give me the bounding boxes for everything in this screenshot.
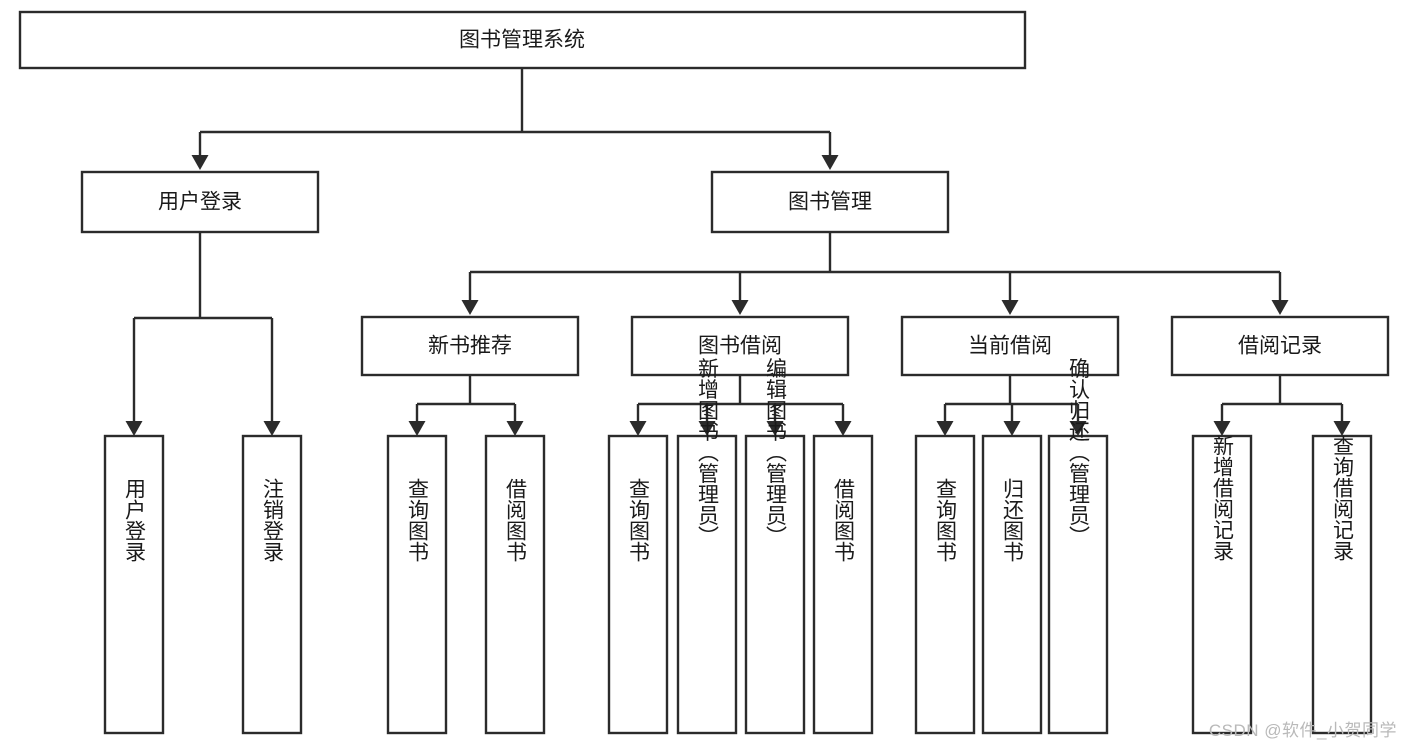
- leaf-query-book-1-box[interactable]: [386, 434, 448, 735]
- arrow-leaf-user-login: [125, 421, 143, 436]
- leaf-add-record-label: 新增借阅记录: [1211, 435, 1235, 561]
- leaf-query-book-3-label: 查询图书: [934, 478, 958, 562]
- arrow-current-borrow: [1001, 300, 1019, 315]
- leaf-return-book-box[interactable]: [981, 434, 1043, 735]
- leaf-add-book[interactable]: 新增图书（管理员）: [676, 358, 738, 735]
- node-root-box[interactable]: [18, 10, 1027, 70]
- node-borrow-record-box[interactable]: [1170, 315, 1390, 377]
- leaf-edit-book[interactable]: 编辑图书（管理员）: [744, 358, 806, 735]
- arrow-book-borrow: [731, 300, 749, 315]
- leaf-borrow-book-2[interactable]: 借阅图书: [812, 434, 874, 735]
- leaf-confirm-return[interactable]: 确认归还（管理员）: [1047, 358, 1109, 735]
- leaf-edit-book-label: 编辑图书（管理员）: [764, 358, 788, 547]
- arrow-leaf-add-record: [1213, 421, 1231, 436]
- arrow-leaf-query-record: [1333, 421, 1351, 436]
- arrow-to-book-manage: [821, 155, 839, 170]
- leaf-add-book-label: 新增图书（管理员）: [696, 358, 720, 547]
- node-book-borrow-label: 图书借阅: [698, 335, 782, 358]
- node-book-manage-box[interactable]: [710, 170, 950, 234]
- arrow-leaf-query-book-3: [936, 421, 954, 436]
- leaf-query-book-2[interactable]: 查询图书: [607, 434, 669, 735]
- node-borrow-record[interactable]: 借阅记录: [1170, 315, 1390, 377]
- leaf-query-book-3[interactable]: 查询图书: [914, 434, 976, 735]
- arrow-leaf-borrow-book-1: [506, 421, 524, 436]
- node-root[interactable]: 图书管理系统: [18, 10, 1027, 70]
- leaf-user-login-box[interactable]: [103, 434, 165, 735]
- leaf-logout-login-label: 注销登录: [261, 478, 285, 562]
- arrow-leaf-query-book-2: [629, 421, 647, 436]
- leaf-query-book-1[interactable]: 查询图书: [386, 434, 448, 735]
- leaf-logout-login[interactable]: 注销登录: [241, 434, 303, 735]
- leaf-add-record[interactable]: 新增借阅记录: [1191, 434, 1253, 735]
- leaf-user-login-label: 用户登录: [123, 478, 147, 562]
- arrow-leaf-borrow-book-2: [834, 421, 852, 436]
- leaf-add-book-box[interactable]: [676, 434, 738, 735]
- leaf-query-record-box[interactable]: [1311, 434, 1373, 735]
- leaf-confirm-return-label: 确认归还（管理员）: [1067, 358, 1091, 547]
- node-user-login-label: 用户登录: [158, 191, 242, 214]
- leaf-query-book-3-box[interactable]: [914, 434, 976, 735]
- node-new-book-recommend-box[interactable]: [360, 315, 580, 377]
- arrow-leaf-query-book-1: [408, 421, 426, 436]
- leaf-confirm-return-box[interactable]: [1047, 434, 1109, 735]
- node-current-borrow-box[interactable]: [900, 315, 1120, 377]
- node-book-borrow-box[interactable]: [630, 315, 850, 377]
- node-current-borrow[interactable]: 当前借阅: [900, 315, 1120, 377]
- arrow-leaf-return-book: [1003, 421, 1021, 436]
- leaf-borrow-book-2-box[interactable]: [812, 434, 874, 735]
- node-current-borrow-label: 当前借阅: [968, 335, 1052, 358]
- node-book-borrow[interactable]: 图书借阅: [630, 315, 850, 377]
- leaf-borrow-book-2-label: 借阅图书: [832, 478, 856, 562]
- leaf-query-book-2-label: 查询图书: [627, 478, 651, 562]
- arrow-to-user-login: [191, 155, 209, 170]
- node-new-book-recommend-label: 新书推荐: [428, 335, 512, 358]
- leaf-query-record-label: 查询借阅记录: [1331, 435, 1355, 561]
- node-new-book-recommend[interactable]: 新书推荐: [360, 315, 580, 377]
- leaf-query-record[interactable]: 查询借阅记录: [1311, 434, 1373, 735]
- leaf-query-book-1-label: 查询图书: [406, 478, 430, 562]
- leaf-borrow-book-1-label: 借阅图书: [504, 478, 528, 562]
- node-user-login[interactable]: 用户登录: [80, 170, 320, 234]
- leaf-add-record-box[interactable]: [1191, 434, 1253, 735]
- arrow-borrow-record: [1271, 300, 1289, 315]
- connector-layer: [125, 68, 1351, 436]
- leaf-return-book-label: 归还图书: [1001, 478, 1025, 562]
- leaf-logout-login-box[interactable]: [241, 434, 303, 735]
- leaf-edit-book-box[interactable]: [744, 434, 806, 735]
- leaf-user-login[interactable]: 用户登录: [103, 434, 165, 735]
- node-user-login-box[interactable]: [80, 170, 320, 234]
- node-book-manage[interactable]: 图书管理: [710, 170, 950, 234]
- arrow-new-book-recommend: [461, 300, 479, 315]
- node-borrow-record-label: 借阅记录: [1238, 335, 1322, 358]
- leaf-return-book[interactable]: 归还图书: [981, 434, 1043, 735]
- leaf-query-book-2-box[interactable]: [607, 434, 669, 735]
- leaf-borrow-book-1-box[interactable]: [484, 434, 546, 735]
- arrow-leaf-logout-login: [263, 421, 281, 436]
- node-book-manage-label: 图书管理: [788, 191, 872, 214]
- node-root-label: 图书管理系统: [459, 29, 585, 52]
- leaf-borrow-book-1[interactable]: 借阅图书: [484, 434, 546, 735]
